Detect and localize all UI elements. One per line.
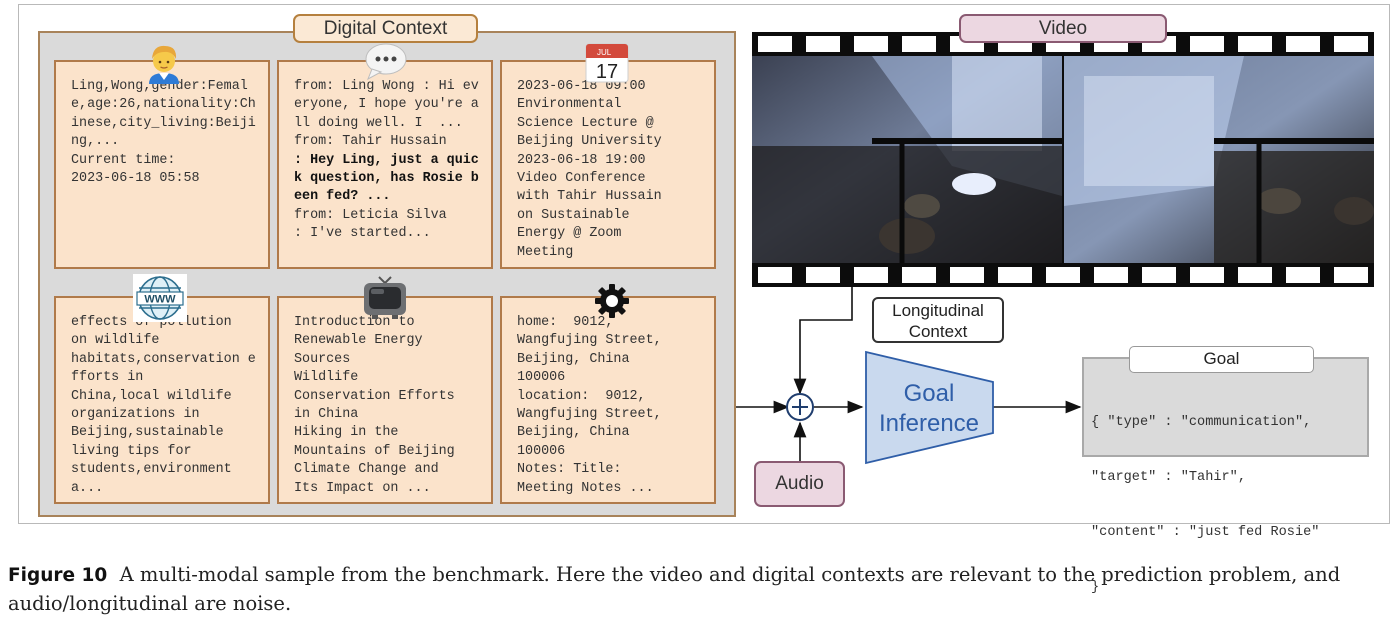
- digital-context-title: Digital Context: [293, 14, 478, 43]
- video-frame-1: [752, 56, 1062, 263]
- person-icon: [144, 40, 184, 84]
- goal-title: Goal: [1129, 346, 1314, 373]
- film-sprocket-hole: [806, 267, 840, 283]
- film-sprocket-hole: [1142, 267, 1176, 283]
- film-sprocket-hole: [854, 36, 888, 52]
- video-frame-2: [1064, 56, 1374, 263]
- film-sprocket-hole: [1094, 267, 1128, 283]
- caption-label: Figure 10: [8, 565, 108, 586]
- context-card-web-history: effects of pollution on wildlife habitat…: [54, 296, 270, 504]
- video-film-strip: [752, 32, 1374, 287]
- longitudinal-line2: Context: [908, 322, 968, 341]
- gear-icon: [594, 283, 630, 319]
- goal-line: "content" : "just fed Rosie": [1091, 525, 1320, 541]
- film-sprocket-hole: [1334, 267, 1368, 283]
- globe-label-text: WWW: [144, 294, 176, 306]
- audio-box: Audio: [754, 461, 845, 507]
- message-text-b: from: Leticia Silva : I've started...: [294, 207, 447, 242]
- film-sprocket-hole: [1238, 36, 1272, 52]
- film-sprocket-hole: [758, 36, 792, 52]
- film-sprocket-hole: [854, 267, 888, 283]
- film-sprocket-hole: [902, 36, 936, 52]
- video-title: Video: [959, 14, 1167, 43]
- message-text-a: from: Ling Wong : Hi everyone, I hope yo…: [294, 79, 479, 150]
- context-card-calendar: 2023-06-18 09:00 Environmental Science L…: [500, 60, 716, 269]
- calendar-icon: JUL 17: [585, 40, 629, 83]
- longitudinal-context-box: Longitudinal Context: [872, 297, 1004, 343]
- goal-line: }: [1091, 580, 1100, 596]
- film-sprocket-hole: [950, 267, 984, 283]
- film-sprocket-hole: [902, 267, 936, 283]
- context-card-tv: Introduction to Renewable Energy Sources…: [277, 296, 493, 504]
- film-sprocket-holes-top: [758, 36, 1368, 52]
- message-text-bold: : Hey Ling, just a quick question, has R…: [294, 152, 479, 205]
- context-card-messages: from: Ling Wong : Hi everyone, I hope yo…: [277, 60, 493, 269]
- goal-line: "target" : "Tahir",: [1091, 470, 1246, 486]
- film-sprocket-hole: [1238, 267, 1272, 283]
- context-card-settings: home: 9012, Wangfujing Street, Beijing, …: [500, 296, 716, 504]
- film-sprocket-hole: [1190, 267, 1224, 283]
- film-sprocket-hole: [1286, 267, 1320, 283]
- caption-text: A multi-modal sample from the benchmark.…: [8, 563, 1341, 615]
- film-sprocket-hole: [1190, 36, 1224, 52]
- film-sprocket-hole: [1334, 36, 1368, 52]
- context-card-profile: Ling,Wong,gender:Female,age:26,nationali…: [54, 60, 270, 269]
- longitudinal-line1: Longitudinal: [892, 301, 984, 320]
- figure-caption: Figure 10 A multi-modal sample from the …: [8, 561, 1396, 618]
- goal-line: { "type" : "communication",: [1091, 414, 1312, 430]
- film-sprocket-holes-bottom: [758, 267, 1368, 283]
- goal-json-body: { "type" : "communication", "target" : "…: [1091, 377, 1367, 616]
- film-sprocket-hole: [806, 36, 840, 52]
- film-sprocket-hole: [998, 267, 1032, 283]
- speech-bubble-icon: [364, 42, 408, 82]
- film-sprocket-hole: [1286, 36, 1320, 52]
- calendar-month-text: JUL: [597, 48, 612, 57]
- film-sprocket-hole: [758, 267, 792, 283]
- calendar-day-text: 17: [596, 61, 618, 83]
- film-sprocket-hole: [1046, 267, 1080, 283]
- globe-www-icon: WWW: [133, 274, 187, 322]
- tv-icon: [362, 276, 408, 320]
